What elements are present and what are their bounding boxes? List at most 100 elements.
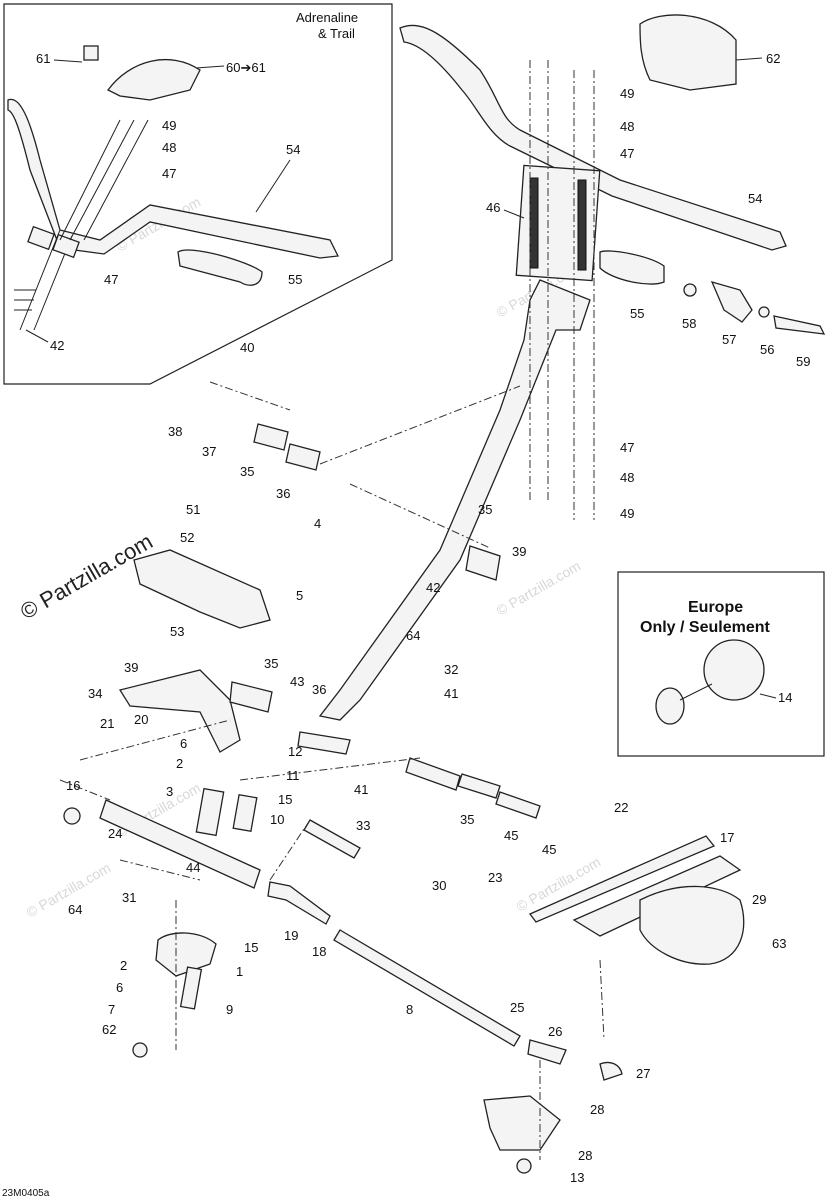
callout-49: 49	[162, 118, 176, 133]
callout-55: 55	[288, 272, 302, 287]
figure-code: 23M0405a	[2, 1188, 50, 1199]
callout-6: 6	[116, 980, 123, 995]
callout-53: 53	[170, 624, 184, 639]
callout-26: 25	[510, 1000, 524, 1015]
callout-5: 5	[296, 588, 303, 603]
callout-2: 2	[176, 756, 183, 771]
callout-18: 18	[312, 944, 326, 959]
callout-57: 57	[722, 332, 736, 347]
callout-48: 48	[162, 140, 176, 155]
inset-title-line1: Adrenaline	[296, 10, 358, 25]
callout-48: 48	[620, 470, 634, 485]
callout-9: 9	[226, 1002, 233, 1017]
callout-48: 48	[620, 119, 634, 134]
callout-47: 47	[620, 440, 634, 455]
callout-36: 36	[276, 486, 290, 501]
callout-13: 28	[578, 1148, 592, 1163]
callout-44: 45	[542, 842, 556, 857]
watermark-main: © Partzilla.com	[16, 529, 157, 625]
europe-frame	[617, 571, 825, 757]
callout-40: 40	[240, 340, 254, 355]
callout-55: 55	[630, 306, 644, 321]
callout-34: 41	[354, 782, 368, 797]
callout-65: 14	[778, 690, 792, 705]
callout-47: 47	[620, 146, 634, 161]
europe-title-line2: Only / Seulement	[640, 619, 770, 636]
callout-63: 31	[122, 890, 136, 905]
callout-12: 12	[288, 744, 302, 759]
callout-11: 11	[286, 768, 300, 783]
callout-6: 6	[180, 736, 187, 751]
callout-10: 10	[270, 812, 284, 827]
callout-20: 20	[134, 712, 148, 727]
callout-25: 8	[406, 1002, 413, 1017]
callout-32: 32	[444, 662, 458, 677]
callout-34: 41	[444, 686, 458, 701]
callout-41: 43	[290, 674, 304, 689]
parts	[63, 423, 765, 1174]
callout-24: 44	[186, 860, 200, 875]
callout-22: 24	[108, 826, 122, 841]
callout-1: 1	[236, 964, 243, 979]
callout-42: 42	[50, 338, 64, 353]
callout-62: 62	[766, 51, 780, 66]
callout-64: 64	[68, 902, 82, 917]
callout-35: 35	[460, 812, 474, 827]
callout-15: 15	[244, 940, 258, 955]
handlebar	[399, 14, 826, 335]
callout-36: 36	[312, 682, 326, 697]
inset-frame	[3, 3, 393, 385]
callout-54: 54	[748, 191, 762, 206]
callout-35: 35	[264, 656, 278, 671]
callout-37: 37	[202, 444, 216, 459]
inset-handlebar	[7, 45, 339, 331]
callout-51: 51	[186, 502, 200, 517]
callout-39: 39	[512, 544, 526, 559]
callout-31: 63	[772, 936, 786, 951]
callout-35: 35	[478, 502, 492, 517]
callout-2: 2	[120, 958, 127, 973]
callout-38: 38	[168, 424, 182, 439]
callout-43: 34	[88, 686, 102, 701]
callout-61: 61	[36, 51, 50, 66]
callout-4: 4	[314, 516, 321, 531]
callout-3: 3	[166, 784, 173, 799]
callout-14: 13	[570, 1170, 584, 1185]
europe-title-line1: Europe	[688, 599, 743, 616]
callout-29: 29	[752, 892, 766, 907]
callout-7: 7	[108, 1002, 115, 1017]
callout-52: 52	[180, 530, 194, 545]
callout-27: 26	[548, 1024, 562, 1039]
callout-64: 64	[406, 628, 420, 643]
callout-28: 27	[636, 1066, 650, 1081]
callout-15: 15	[278, 792, 292, 807]
callout-58: 58	[682, 316, 696, 331]
callout-47: 47	[104, 272, 118, 287]
callout-35: 35	[240, 464, 254, 479]
callout-21: 21	[100, 716, 114, 731]
callout-42: 42	[426, 580, 440, 595]
callout-16: 16	[66, 778, 80, 793]
callout-59: 59	[796, 354, 810, 369]
assembly-lines	[59, 60, 605, 1160]
callout-33: 33	[356, 818, 370, 833]
callout-54: 54	[286, 142, 300, 157]
callout-8: 62	[102, 1022, 116, 1037]
steering-column	[297, 279, 591, 755]
callout-39: 39	[124, 660, 138, 675]
callout-13: 28	[590, 1102, 604, 1117]
inset-title-line2: & Trail	[318, 26, 355, 41]
callout-49: 49	[620, 506, 634, 521]
callout-47: 47	[162, 166, 176, 181]
callout-19: 19	[284, 928, 298, 943]
callout-45: 22	[614, 800, 628, 815]
callout-56: 56	[760, 342, 774, 357]
watermark: © Partzilla.com	[494, 558, 584, 619]
callout-23: 30	[432, 878, 446, 893]
callout-60-61: 60➔61	[226, 60, 266, 75]
callout-17: 23	[488, 870, 502, 885]
callout-46: 46	[486, 200, 500, 215]
callout-30: 17	[720, 830, 734, 845]
callouts: 61 60➔61 62 49 48 47 54 55 47 42 49 48 4…	[2, 51, 810, 1199]
